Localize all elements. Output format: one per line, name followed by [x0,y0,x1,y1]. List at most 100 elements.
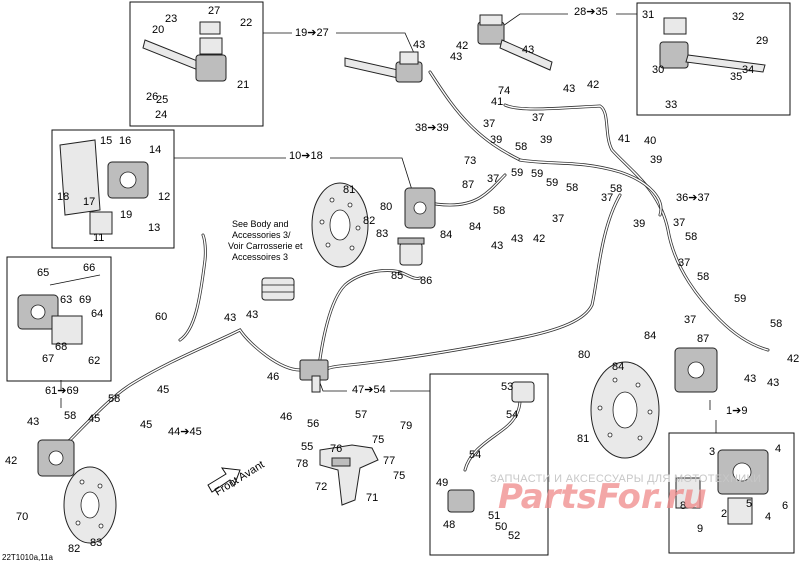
part-ref-label: 43 [246,309,258,321]
part-ref-label: 43 [413,39,425,51]
part-ref-label: 49 [436,477,448,489]
part-ref-label: 83 [90,537,102,549]
part-ref-label: 58 [108,393,120,405]
part-ref-label: 84 [440,229,452,241]
part-ref-label: 45 [140,419,152,431]
part-ref-label: 42 [5,455,17,467]
part-ref-label: 27 [208,5,220,17]
part-ref-label: 70 [16,511,28,523]
part-ref-label: 59 [734,293,746,305]
part-ref-label: 76 [330,443,342,455]
inset-pedal-parts [447,381,535,513]
part-ref-label: 16 [119,135,131,147]
caliper-left-bottom [37,439,75,477]
part-ref-label: 25 [156,94,168,106]
part-ref-label: 37 [487,173,499,185]
part-ref-label: 69 [79,294,91,306]
part-ref-label: 37 [673,217,685,229]
part-ref-label: 1➔9 [726,405,747,417]
part-ref-label: 37 [684,314,696,326]
part-ref-label: 58 [64,410,76,422]
front-caliper-right [674,347,718,393]
note-line-3: Voir Carrosserie et [228,241,303,251]
part-ref-label: 45 [157,384,169,396]
part-ref-label: 5 [746,498,752,510]
part-ref-label: 58 [770,318,782,330]
part-ref-label: 43 [744,373,756,385]
inset-rear-caliper-parts [675,449,769,525]
part-ref-label: 28➔35 [574,6,608,18]
part-ref-label: 41 [491,96,503,108]
front-master-cylinder-main [344,51,423,83]
inset-parking-caliper-parts [17,274,101,345]
part-ref-label: 42 [587,79,599,91]
part-ref-label: 65 [37,267,49,279]
part-ref-label: 83 [376,228,388,240]
part-ref-label: 54 [469,449,481,461]
part-ref-label: 43 [27,416,39,428]
part-ref-label: 38➔39 [415,122,449,134]
part-ref-label: 33 [665,99,677,111]
part-ref-label: 37 [532,112,544,124]
part-ref-label: 60 [155,311,167,323]
inset-front-caliper-parts [59,139,149,235]
part-ref-label: 87 [697,333,709,345]
inset-pointer-lines [60,13,717,433]
part-ref-label: 59 [531,168,543,180]
part-ref-label: 3 [709,446,715,458]
part-ref-label: 30 [652,64,664,76]
part-ref-label: 24 [155,109,167,121]
front-brake-disc-left [311,182,369,268]
part-ref-label: 47➔54 [352,384,386,396]
part-ref-label: 12 [158,191,170,203]
part-ref-label: 80 [578,349,590,361]
part-ref-label: 43 [767,377,779,389]
part-ref-label: 46 [280,411,292,423]
front-direction-arrow: Front Avant [207,459,267,499]
part-ref-label: 63 [60,294,72,306]
part-ref-label: 39 [540,134,552,146]
part-ref-label: 32 [732,11,744,23]
part-ref-label: 19➔27 [295,27,329,39]
part-ref-label: 82 [363,215,375,227]
part-ref-label: 68 [55,341,67,353]
part-ref-label: 51 [488,510,500,522]
part-ref-label: 43 [563,83,575,95]
part-ref-label: 37 [483,118,495,130]
part-ref-label: 35 [730,71,742,83]
brake-fluid-reservoir [397,237,425,266]
part-ref-label: 15 [100,135,112,147]
part-ref-label: 20 [152,24,164,36]
note-line-1: See Body and [232,219,289,229]
part-ref-label: 43 [224,312,236,324]
part-ref-label: 84 [469,221,481,233]
distribution-block [299,359,329,393]
part-ref-label: 23 [165,13,177,25]
part-ref-label: 2 [721,508,727,520]
part-ref-label: 43 [522,44,534,56]
part-ref-label: 17 [83,196,95,208]
part-ref-label: 22 [240,17,252,29]
part-ref-label: 21 [237,79,249,91]
part-ref-label: 46 [267,371,279,383]
inset-rear-brake-pedal [429,373,549,556]
part-ref-label: 8 [680,500,686,512]
front-caliper-left [404,187,436,229]
part-ref-label: 31 [642,9,654,21]
part-ref-label: 37 [601,192,613,204]
part-ref-label: 45 [88,413,100,425]
part-ref-label: 58 [685,231,697,243]
harness-connector [261,277,295,301]
brake-disc-left-bottom [63,466,117,544]
part-ref-label: 11 [93,232,104,244]
brake-pedal [319,444,379,506]
inset-rear-master-cylinder-parts [659,17,766,73]
part-ref-label: 59 [546,177,558,189]
part-ref-label: 44➔45 [168,426,202,438]
part-ref-label: 82 [68,543,80,555]
part-ref-label: 78 [296,458,308,470]
part-ref-label: 55 [301,441,313,453]
part-ref-label: 4 [765,511,771,523]
part-ref-label: 57 [355,409,367,421]
